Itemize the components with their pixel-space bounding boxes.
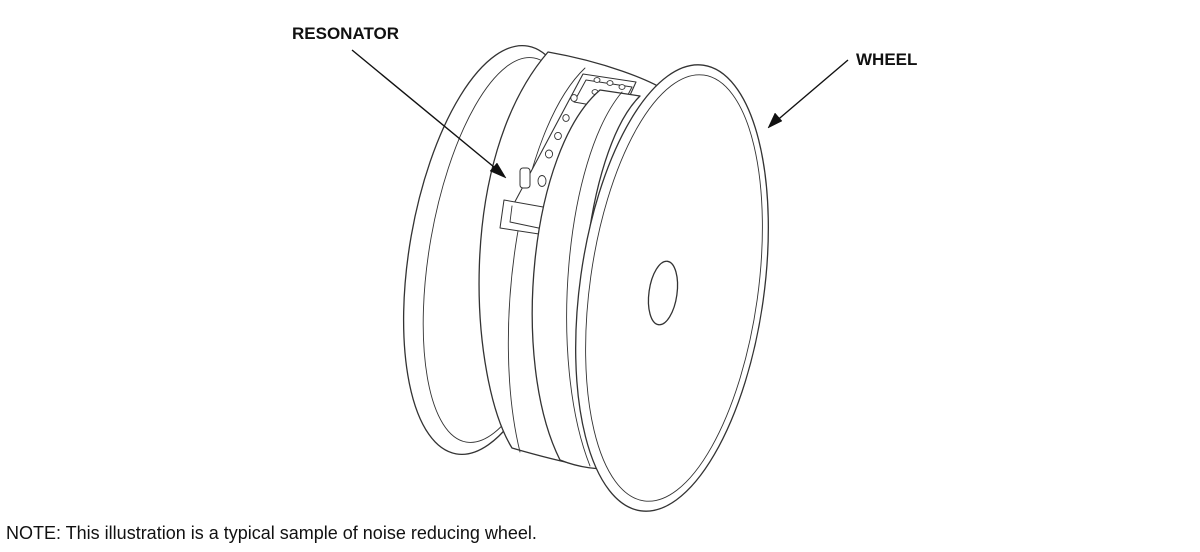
resonator-leader-arrowhead [489,162,507,179]
callout-leaders [351,49,849,179]
rim-bead-ring [531,89,641,470]
center-bore [647,260,679,326]
resonator-leader-line [351,49,501,173]
resonator-bracket-notch [509,205,549,231]
front-wheel-face [575,64,769,512]
wheel-leader-arrowhead [767,112,783,129]
wheel-leader-line [773,59,849,124]
resonator-slot [519,167,531,189]
illustration-note: NOTE: This illustration is a typical sam… [6,523,537,543]
wheel-label: WHEEL [856,50,918,69]
resonator-label: RESONATOR [292,24,400,43]
rim-well-line [507,67,586,453]
